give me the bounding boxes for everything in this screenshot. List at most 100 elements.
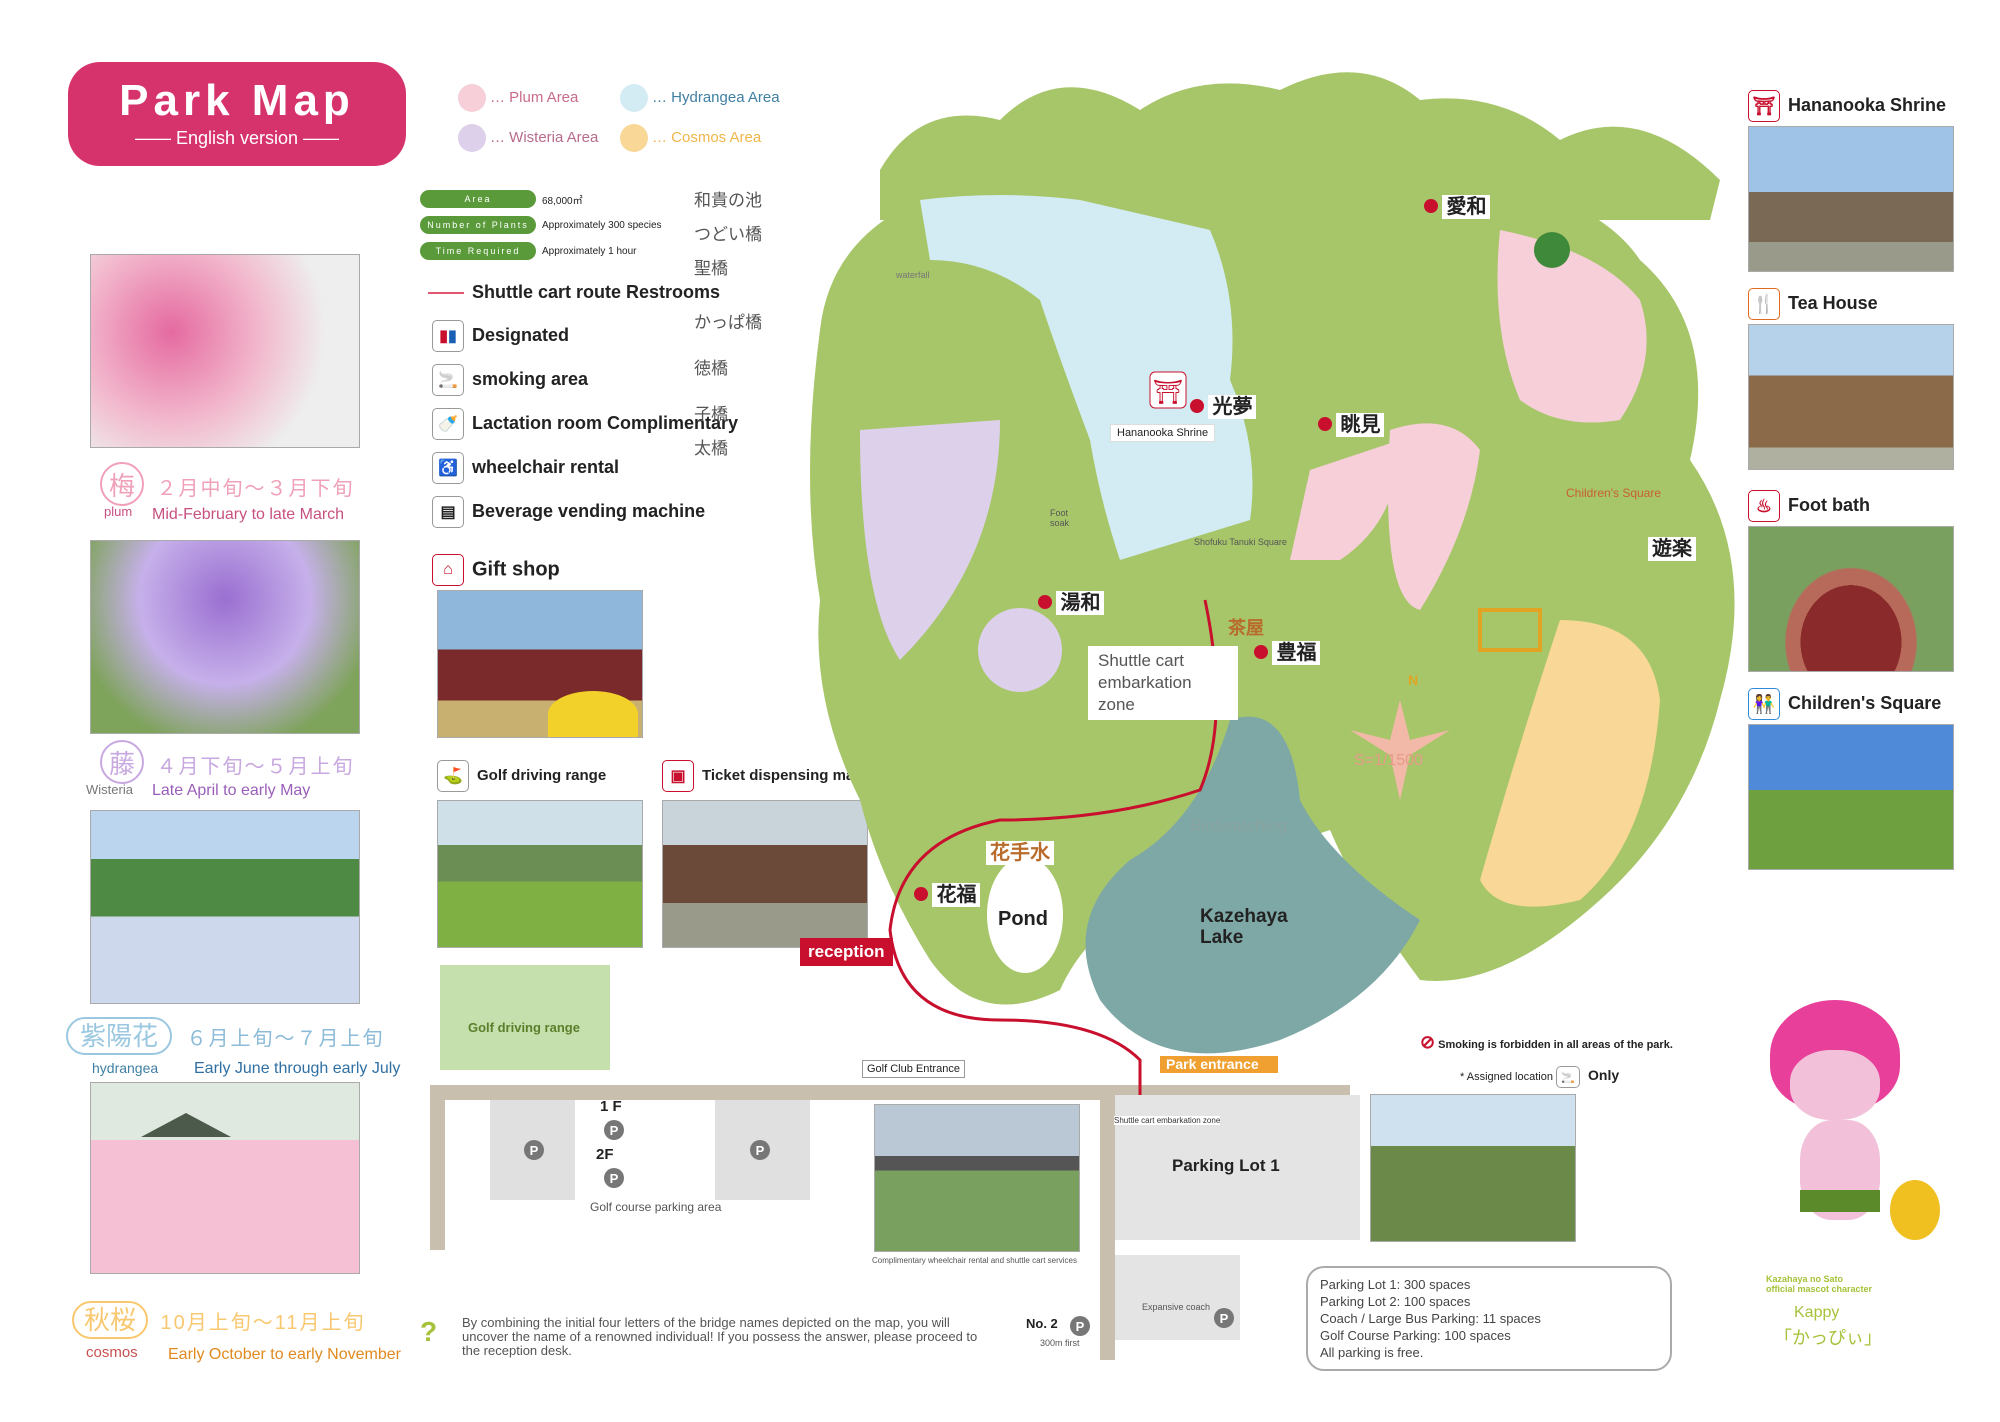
gift-shop-icon: ⌂ <box>432 554 464 586</box>
hydrangea-name: hydrangea <box>92 1060 159 1076</box>
hydrangea-en: Early June through early July <box>194 1060 401 1077</box>
park-land <box>810 168 1735 1005</box>
bridge-label: 太橋 <box>694 439 728 458</box>
north-label: N <box>1408 672 1419 688</box>
birdwatching-label: Birdwatching <box>1190 816 1288 835</box>
wisteria-circle <box>978 608 1062 692</box>
pond <box>987 857 1063 973</box>
cosmos-kanji: 秋桜 <box>72 1301 149 1339</box>
restroom-icon: ▮▮ <box>432 320 464 352</box>
place-aiwa[interactable]: 愛和 <box>1424 190 1491 219</box>
place-yuwa[interactable]: 湯和 <box>1038 586 1105 615</box>
bridge-label: つどい橋 <box>694 225 762 244</box>
side-tea-title: 🍴Tea House <box>1748 288 1878 320</box>
cosmos-en: Early October to early November <box>168 1346 401 1363</box>
parking-icon: P <box>604 1168 624 1188</box>
mascot-name-jp: 「かっぴぃ」 <box>1774 1328 1882 1348</box>
wisteria-en: Late April to early May <box>152 782 311 799</box>
no-smoking-icon: ⊘ <box>1420 1032 1436 1052</box>
golf-icon: ⛳ <box>437 760 469 792</box>
plum-zone-2 <box>1388 423 1480 610</box>
legend-designated: ▮▮Designated <box>432 320 569 352</box>
reception-label[interactable]: reception <box>800 938 893 966</box>
golf-range-photo <box>437 800 643 948</box>
golf-range-label: Golf driving range <box>468 1020 580 1035</box>
page-subtitle: —— English version —— <box>134 128 340 148</box>
side-foot-title: ♨Foot bath <box>1748 490 1870 522</box>
legend-gift: ⌂Gift shop <box>432 554 560 586</box>
road-down <box>1100 1100 1115 1360</box>
quiz-icon: ? <box>420 1316 438 1347</box>
parking-lot-1-label: Parking Lot 1 <box>1172 1156 1280 1175</box>
children-icon: 👫 <box>1748 688 1780 720</box>
cosmos-photo <box>90 1082 360 1274</box>
legend-cosmos: … Cosmos Area <box>620 124 761 152</box>
torii-icon: ⛩ <box>1748 90 1780 122</box>
golf-club-entrance-label[interactable]: Golf Club Entrance <box>862 1060 965 1078</box>
quiz-text: By combining the initial four letters of… <box>462 1315 978 1358</box>
parking-2-dist: 300m first <box>1040 1338 1080 1348</box>
golf-parking-label: Golf course parking area <box>590 1200 722 1214</box>
bridge-label: 徳橋 <box>694 359 728 378</box>
bridge-label: 聖橋 <box>694 259 728 278</box>
smoking-icon: 🚬 <box>432 364 464 396</box>
lake <box>1085 716 1420 1054</box>
legend-wisteria: … Wisteria Area <box>458 124 598 152</box>
legend-shuttle: Shuttle cart route Restrooms <box>428 282 720 303</box>
shuttle-zone-label: Shuttle cart embarkation zone <box>1088 646 1238 720</box>
plants-label: Number of Plants <box>420 216 536 234</box>
tanuki-label: Shofuku Tanuki Square <box>1194 537 1287 547</box>
side-shrine-title: ⛩Hananooka Shrine <box>1748 90 1946 122</box>
lake-label: Kazehaya Lake <box>1200 906 1288 948</box>
mascot-name: Kappy <box>1794 1304 1840 1321</box>
lactation-icon: 🍼 <box>432 408 464 440</box>
park-entrance-label[interactable]: Park entrance <box>1160 1056 1278 1073</box>
parking-icon: P <box>750 1140 770 1160</box>
bridge-label: 和貴の池 <box>694 191 762 210</box>
foot-bath-photo <box>1748 526 1954 672</box>
legend-lactation: 🍼Lactation room Complimentary <box>432 408 738 440</box>
season-hydrangea: 紫陽花 ６月上旬〜７月上旬 <box>66 1016 385 1055</box>
waterfall-label: waterfall <box>896 270 930 280</box>
tree-icon <box>1534 232 1570 268</box>
bridge-label: かっぱ橋 <box>694 313 762 332</box>
mascot-kappy <box>1760 1000 1940 1270</box>
parking-icon: P <box>1070 1316 1090 1336</box>
assigned-note: * Assigned location 🚬Only <box>1460 1066 1619 1088</box>
time-label: Time Required <box>420 242 536 260</box>
area-value: 68,000㎡ <box>542 195 583 207</box>
ticket-machine-icon: ▣ <box>662 760 694 792</box>
page-title-card: Park Map —— English version —— <box>68 62 406 166</box>
plum-name: plum <box>104 504 133 519</box>
parking-icon: P <box>1214 1308 1234 1328</box>
pond-label: Pond <box>998 908 1048 930</box>
shrine-caption: Hananooka Shrine <box>1110 424 1216 442</box>
entrance-photo <box>1370 1094 1576 1242</box>
golf-range-area <box>440 965 610 1070</box>
place-choken[interactable]: 眺見 <box>1318 408 1385 437</box>
place-houfuku[interactable]: 豊福 <box>1254 636 1321 665</box>
side-children-title: 👫Children's Square <box>1748 688 1941 720</box>
parking-icon: P <box>604 1120 624 1140</box>
place-koumu[interactable]: 光夢 <box>1190 390 1257 419</box>
wisteria-zone <box>860 420 1000 660</box>
place-hanafuku[interactable]: 花福 <box>914 878 981 907</box>
place-yuraku[interactable]: 遊楽 <box>1648 532 1696 561</box>
season-plum: 梅 ２月中旬〜３月下旬 <box>100 462 354 506</box>
compass-icon <box>1350 700 1450 800</box>
parking-icon: P <box>524 1140 544 1160</box>
hydrangea-jp: ６月上旬〜７月上旬 <box>186 1028 385 1050</box>
torii-icon: ⛩ <box>1149 371 1187 409</box>
bridge-label: 子橋 <box>694 405 728 424</box>
legend-smoking: 🚬smoking area <box>432 364 588 396</box>
wisteria-kanji: 藤 <box>100 740 144 784</box>
wisteria-dot <box>458 124 486 152</box>
place-hanatemizu[interactable]: 花手水 <box>986 836 1054 865</box>
road-left <box>430 1085 445 1250</box>
gift-shop-photo <box>437 590 643 738</box>
hot-spring-icon: ♨ <box>1748 490 1780 522</box>
plum-kanji: 梅 <box>100 462 144 506</box>
legend-vending: ▤Beverage vending machine <box>432 496 705 528</box>
